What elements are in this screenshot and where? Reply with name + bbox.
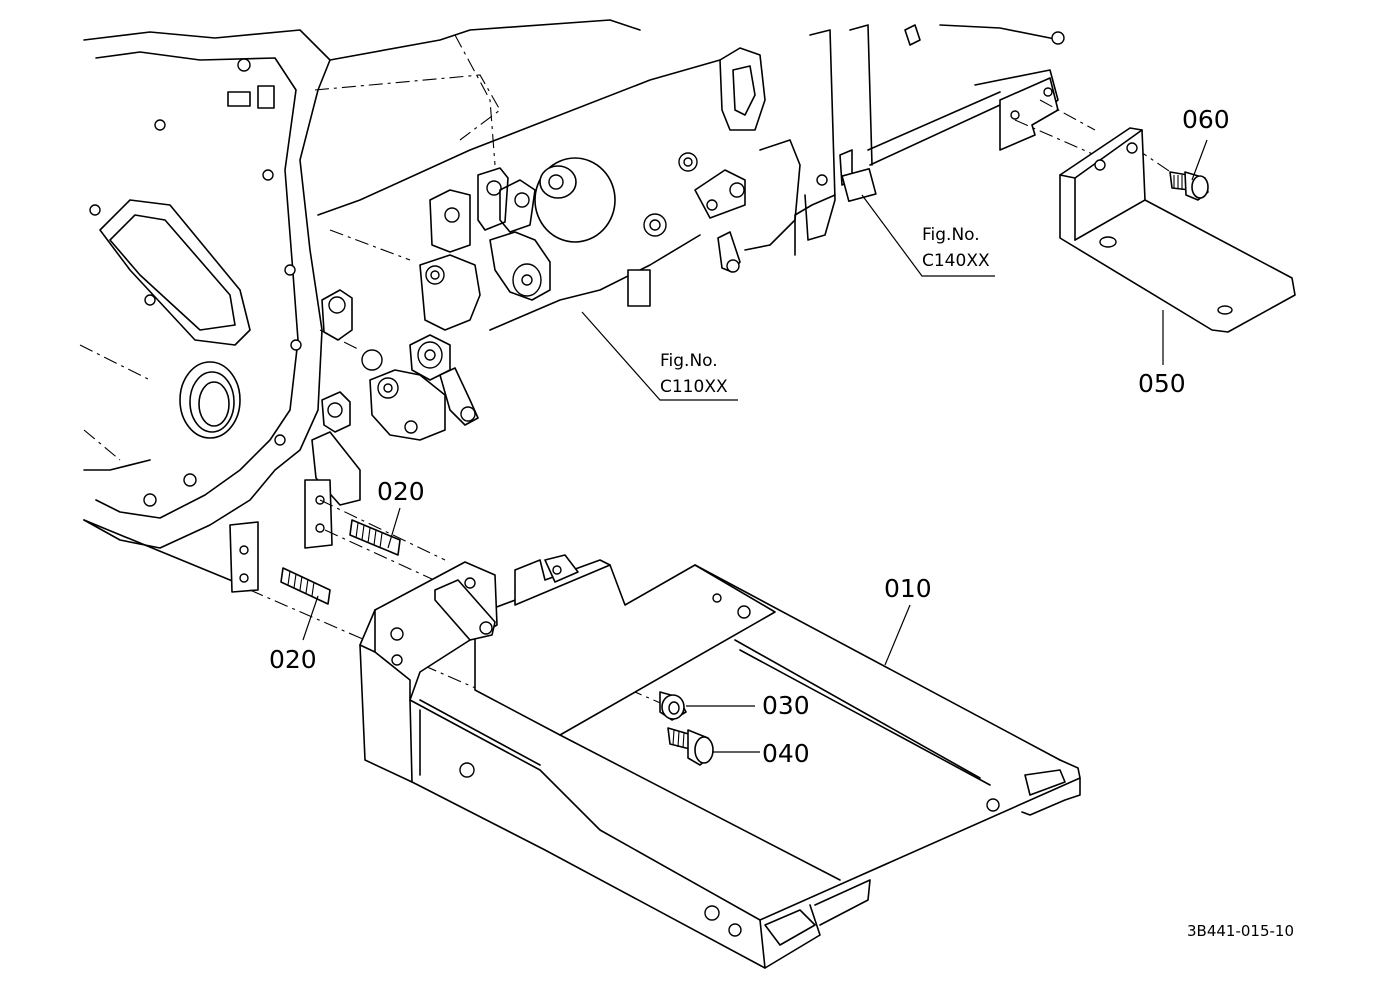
tray-010 (359, 554, 1081, 969)
stud-020-upper (349, 519, 401, 556)
callout-020-lower: 020 (269, 645, 317, 674)
figure-ref-c140xx-line2: C140XX (922, 251, 990, 271)
callout-050: 050 (1138, 369, 1186, 398)
figure-ref-c110xx-line2: C110XX (660, 377, 728, 397)
callout-060: 060 (1182, 105, 1230, 134)
right-housing (719, 24, 1065, 256)
stud-020-lower (280, 567, 331, 605)
callout-020-upper: 020 (377, 477, 425, 506)
mounting-lugs (229, 479, 333, 593)
bolt-040 (667, 727, 714, 766)
leader-lines (302, 139, 1208, 753)
callout-010: 010 (884, 574, 932, 603)
boss-cluster (311, 152, 746, 506)
collar-030 (659, 691, 687, 721)
figure-ref-c110xx-line1: Fig.No. (660, 351, 718, 371)
figure-ref-c110xx: Fig.No. C110XX (660, 351, 728, 397)
callout-030: 030 (762, 691, 810, 720)
drawing-code: 3B441-015-10 (1187, 922, 1294, 940)
callout-040: 040 (762, 739, 810, 768)
bolt-060 (1169, 171, 1209, 201)
transmission-housing (79, 19, 1065, 593)
bracket-050 (1059, 127, 1296, 333)
figure-ref-c140xx-line1: Fig.No. (922, 225, 980, 245)
callout-labels: 060 050 020 020 010 030 040 (269, 105, 1230, 768)
figure-ref-c140xx: Fig.No. C140XX (922, 225, 990, 271)
